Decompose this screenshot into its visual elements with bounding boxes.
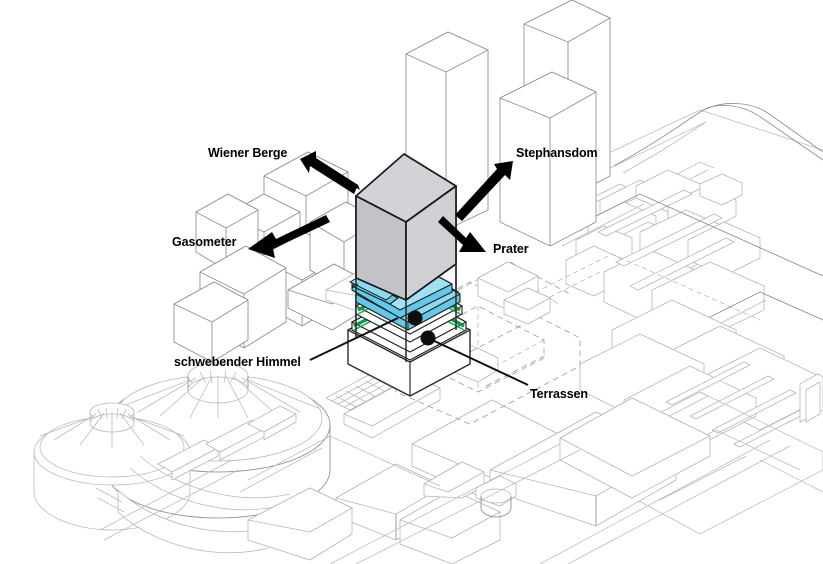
terrace-marker-lower	[420, 330, 436, 346]
arrow-prater	[438, 216, 486, 252]
label-schwebender-himmel: schwebender Himmel	[174, 355, 301, 369]
context-boxes-near-tower	[453, 261, 551, 383]
city-blocks-foreground	[247, 397, 711, 564]
direction-arrows	[248, 151, 513, 258]
arrow-stephansdom	[455, 161, 513, 221]
roads-foreground	[99, 435, 791, 564]
gasometer-drums	[33, 362, 331, 531]
leader-lines	[309, 310, 529, 386]
city-blocks-lower-right	[579, 299, 823, 451]
arrow-gasometer	[248, 215, 330, 258]
curved-terrace-wall	[95, 405, 297, 554]
tower-solid-volume	[355, 153, 457, 362]
label-stephansdom: Stephansdom	[516, 146, 598, 160]
label-wiener-berge: Wiener Berge	[208, 146, 288, 160]
label-prater: Prater	[493, 242, 529, 256]
terrace-marker-upper	[407, 310, 423, 326]
label-terrassen: Terrassen	[530, 387, 588, 401]
arrow-wiener-berge	[300, 151, 360, 194]
label-gasometer: Gasometer	[172, 235, 237, 249]
background-towers	[405, 0, 611, 247]
